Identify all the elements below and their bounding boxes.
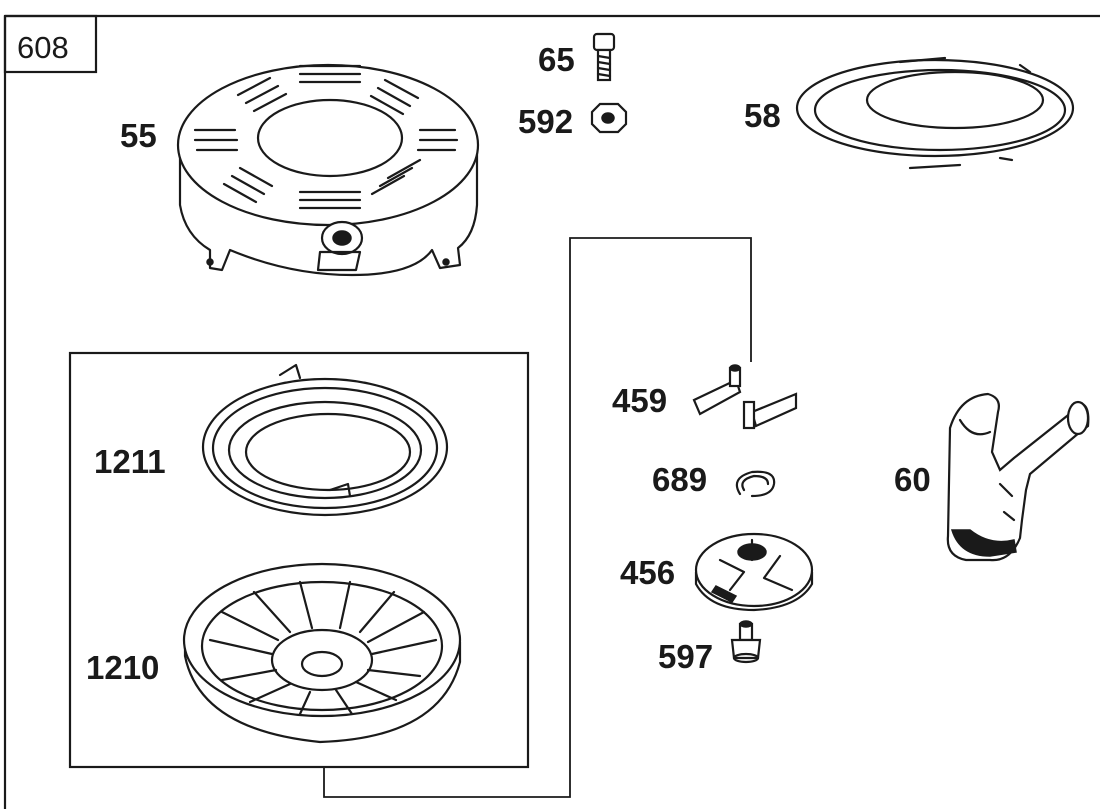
- pulley-icon: [182, 562, 462, 744]
- blower-housing-icon: [176, 63, 480, 277]
- part-label-1210: 1210: [86, 649, 159, 686]
- part-label-459: 459: [612, 382, 667, 419]
- retainer-ring-icon: [735, 470, 776, 498]
- starter-rope-icon: [795, 56, 1075, 170]
- figure-number-box: 608: [3, 14, 98, 74]
- starter-screw-icon: [730, 620, 762, 664]
- part-label-597: 597: [658, 638, 713, 675]
- part-label-1211: 1211: [94, 443, 166, 480]
- rewind-spring-icon: [201, 363, 449, 517]
- figure-number: 608: [17, 30, 69, 65]
- starter-handle-icon: [946, 392, 1090, 562]
- retainer-icon: [694, 532, 814, 612]
- pulley-assembly-box: [68, 351, 530, 769]
- nut-icon: [590, 102, 628, 134]
- part-label-58: 58: [744, 97, 781, 134]
- part-label-60: 60: [894, 461, 931, 498]
- part-label-456: 456: [620, 554, 675, 591]
- assembly-leader-lines: [323, 237, 752, 798]
- part-label-55: 55: [120, 117, 157, 154]
- pawl-icon: [692, 364, 798, 430]
- part-label-592: 592: [518, 103, 573, 140]
- part-label-689: 689: [652, 461, 707, 498]
- outer-frame: [3, 14, 1100, 809]
- screw-icon: [592, 32, 616, 82]
- part-label-65: 65: [538, 41, 575, 78]
